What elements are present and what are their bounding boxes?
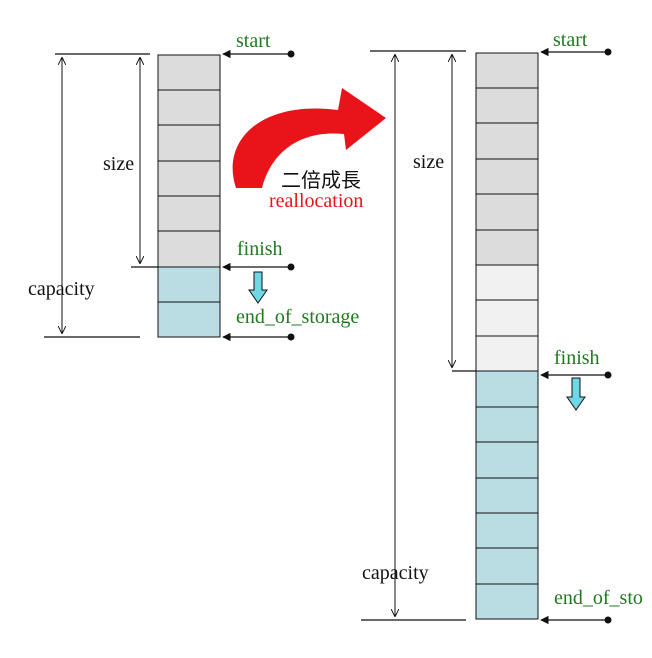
left-finish-label: finish (237, 238, 283, 260)
left-start-label: start (236, 30, 271, 52)
left-end-of-storage-pointer-dot (287, 333, 295, 341)
reallocation-cn-label: 二倍成長 (281, 168, 361, 192)
right-used-cells (475, 52, 539, 266)
left-size-label: size (103, 153, 134, 175)
memory-cell (475, 52, 539, 89)
memory-cell (157, 160, 221, 197)
left-used-cells (157, 54, 221, 268)
memory-cell (475, 193, 539, 231)
memory-cell (157, 230, 221, 268)
memory-cell (475, 406, 539, 443)
right-free-cells (475, 370, 539, 620)
memory-cell (475, 122, 539, 160)
left-down-arrow-icon (248, 271, 268, 304)
left-vector: size capacity start finish end_of_storag… (28, 30, 359, 342)
right-down-arrow-icon (566, 377, 586, 411)
right-new-cells (475, 264, 539, 372)
memory-cell (475, 477, 539, 514)
left-end-of-storage-label: end_of_storage (236, 306, 359, 328)
reallocation-arrow-icon (232, 88, 386, 188)
right-finish-label: finish (554, 347, 600, 369)
memory-cell (475, 229, 539, 266)
memory-cell (475, 335, 539, 372)
memory-cell (475, 547, 539, 585)
reallocation-en-label: reallocation (269, 190, 363, 212)
right-size-label: size (413, 151, 444, 173)
right-start-pointer-dot (604, 48, 612, 56)
right-end-of-storage-label: end_of_sto (554, 587, 643, 609)
memory-cell (475, 512, 539, 549)
left-capacity-label: capacity (28, 278, 95, 300)
memory-cell (157, 124, 221, 162)
memory-cell (475, 583, 539, 620)
memory-cell (157, 301, 221, 338)
memory-cell (475, 299, 539, 337)
memory-cell (157, 54, 221, 91)
right-capacity-label: capacity (362, 562, 429, 584)
left-finish-pointer-dot (287, 263, 295, 271)
right-vector: size capacity start finish end_of_sto (361, 29, 643, 625)
right-start-label: start (553, 29, 588, 51)
memory-cell (475, 158, 539, 195)
left-start-pointer-dot (287, 50, 295, 58)
right-finish-pointer-dot (604, 371, 612, 379)
memory-cell (475, 441, 539, 479)
memory-cell (475, 370, 539, 408)
memory-cell (475, 87, 539, 124)
left-free-cells (157, 266, 221, 338)
memory-cell (157, 266, 221, 303)
right-end-of-storage-pointer-dot (604, 616, 612, 624)
memory-cell (475, 264, 539, 301)
memory-cell (157, 195, 221, 232)
memory-cell (157, 89, 221, 126)
